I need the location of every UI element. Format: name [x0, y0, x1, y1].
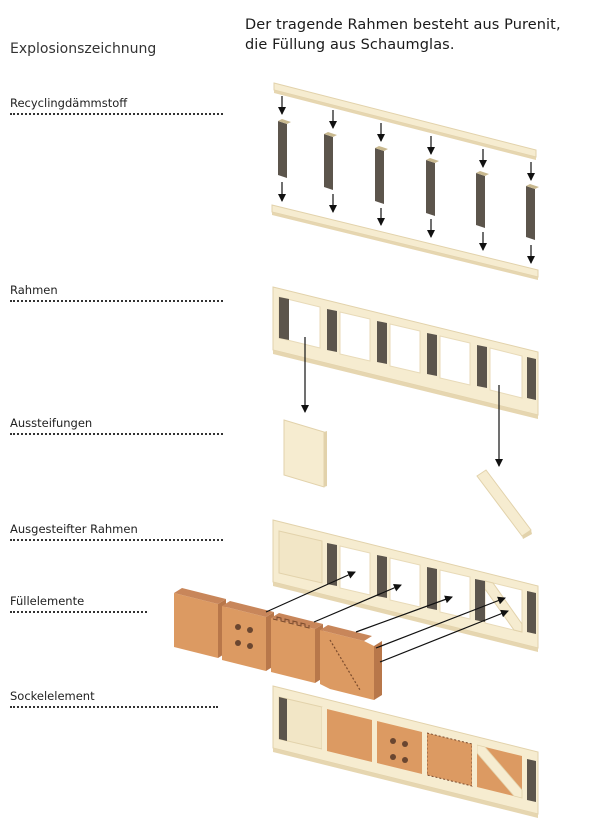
insertion-arrows: [278, 96, 535, 264]
fill-block-3-toothed: [271, 613, 323, 683]
bracing-panel: [283, 419, 325, 488]
label-aussteifungen: Aussteifungen: [10, 416, 223, 435]
insulation-batts: [278, 119, 539, 240]
label-sockelelement: Sockelelement: [10, 689, 218, 708]
frame-rahmen: [272, 286, 539, 467]
plinth-element: [272, 685, 539, 818]
fill-block-1: [174, 588, 226, 658]
label-fuellelemente: Füllelemente: [10, 594, 147, 613]
label-rahmen: Rahmen: [10, 283, 223, 302]
heading-line-1: Der tragende Rahmen besteht aus Purenit,: [245, 17, 561, 33]
fill-block-4-diagonal: [320, 625, 382, 700]
bracing-diagonal: [476, 469, 532, 537]
heading: Der tragende Rahmen besteht aus Purenit,…: [245, 15, 595, 55]
braced-frame: [272, 519, 539, 652]
heading-line-2: die Füllung aus Schaumglas.: [245, 37, 455, 53]
bracing-pieces: [283, 419, 532, 539]
label-ausgesteifter-rahmen: Ausgesteifter Rahmen: [10, 522, 223, 541]
recycling-group: [271, 82, 539, 280]
top-rail: [273, 82, 537, 158]
fill-elements: [174, 571, 509, 700]
label-recyclingdaemmstoff: Recyclingdämmstoff: [10, 96, 223, 115]
subtitle: Explosionszeichnung: [10, 41, 157, 57]
bottom-rail: [271, 204, 539, 278]
